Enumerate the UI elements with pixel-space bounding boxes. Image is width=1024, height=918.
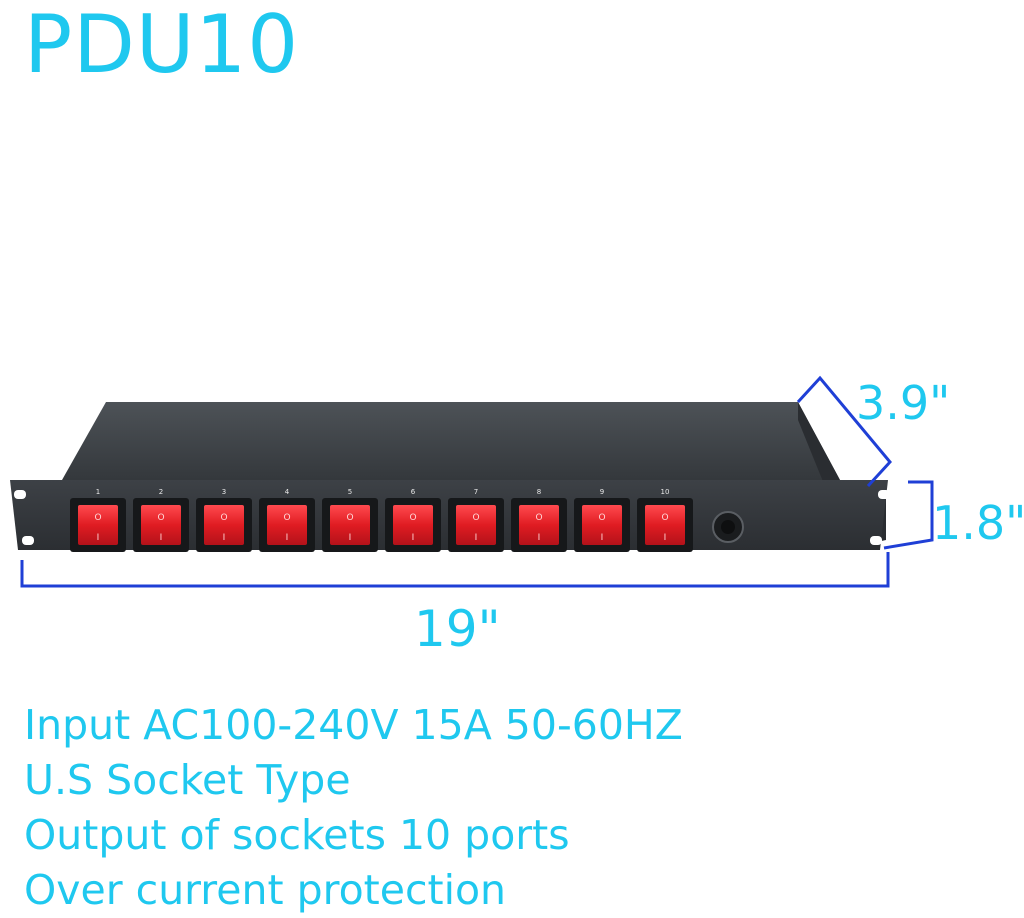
height-label: 1.8" [932, 496, 1024, 550]
mount-hole [870, 536, 882, 545]
switch-rocker [645, 505, 685, 545]
port-number-label: 5 [348, 488, 352, 496]
switch-off-symbol: O [157, 513, 164, 523]
port-number-label: 10 [661, 488, 670, 496]
switch-off-symbol: O [346, 513, 353, 523]
switch-on-symbol: I [475, 533, 478, 543]
chassis-top [62, 402, 840, 480]
rocker-switch-5[interactable]: 5OI [322, 488, 378, 552]
switch-rocker [267, 505, 307, 545]
rocker-switch-9[interactable]: 9OI [574, 488, 630, 552]
product-title: PDU10 [24, 0, 300, 91]
port-number-label: 8 [537, 488, 541, 496]
width-dimension-line [20, 552, 890, 588]
switch-on-symbol: I [223, 533, 226, 543]
switch-rocker [330, 505, 370, 545]
rocker-switch-2[interactable]: 2OI [133, 488, 189, 552]
switch-on-symbol: I [97, 533, 100, 543]
mount-hole [878, 490, 890, 499]
switch-off-symbol: O [472, 513, 479, 523]
switch-rocker [582, 505, 622, 545]
switch-on-symbol: I [538, 533, 541, 543]
port-number-label: 3 [222, 488, 226, 496]
switch-rocker [78, 505, 118, 545]
switch-off-symbol: O [409, 513, 416, 523]
switch-on-symbol: I [664, 533, 667, 543]
feature-item: Output of sockets 10 ports [24, 811, 570, 859]
rocker-switch-1[interactable]: 1OI [70, 488, 126, 552]
port-number-label: 7 [474, 488, 478, 496]
port-number-label: 2 [159, 488, 163, 496]
switch-off-symbol: O [661, 513, 668, 523]
dimension-lines [20, 375, 934, 588]
switch-rocker [456, 505, 496, 545]
rocker-switch-3[interactable]: 3OI [196, 488, 252, 552]
feature-item: U.S Socket Type [24, 756, 351, 804]
feature-item: Input AC100-240V 15A 50-60HZ [24, 701, 683, 749]
height-dimension-line [883, 480, 934, 550]
switch-rocker [141, 505, 181, 545]
feature-item: Over current protection [24, 866, 507, 914]
width-label: 19" [414, 600, 501, 658]
rocker-switch-8[interactable]: 8OI [511, 488, 567, 552]
switch-rocker [204, 505, 244, 545]
rocker-switch-4[interactable]: 4OI [259, 488, 315, 552]
switch-on-symbol: I [601, 533, 604, 543]
port-number-label: 9 [600, 488, 604, 496]
depth-label: 3.9" [856, 376, 951, 430]
switch-off-symbol: O [535, 513, 542, 523]
mount-hole [14, 490, 26, 499]
switch-on-symbol: I [349, 533, 352, 543]
port-number-label: 1 [96, 488, 100, 496]
switch-on-symbol: I [286, 533, 289, 543]
switch-off-symbol: O [94, 513, 101, 523]
switch-on-symbol: I [412, 533, 415, 543]
switch-off-symbol: O [283, 513, 290, 523]
switch-on-symbol: I [160, 533, 163, 543]
rocker-switch-6[interactable]: 6OI [385, 488, 441, 552]
rocker-switch-7[interactable]: 7OI [448, 488, 504, 552]
depth-dimension-line [796, 375, 892, 488]
switch-off-symbol: O [598, 513, 605, 523]
port-number-label: 4 [285, 488, 290, 496]
port-number-label: 6 [411, 488, 416, 496]
mount-hole [22, 536, 34, 545]
switch-rocker [393, 505, 433, 545]
feature-list: Input AC100-240V 15A 50-60HZ U.S Socket … [24, 698, 683, 918]
switch-off-symbol: O [220, 513, 227, 523]
switch-rocker [519, 505, 559, 545]
